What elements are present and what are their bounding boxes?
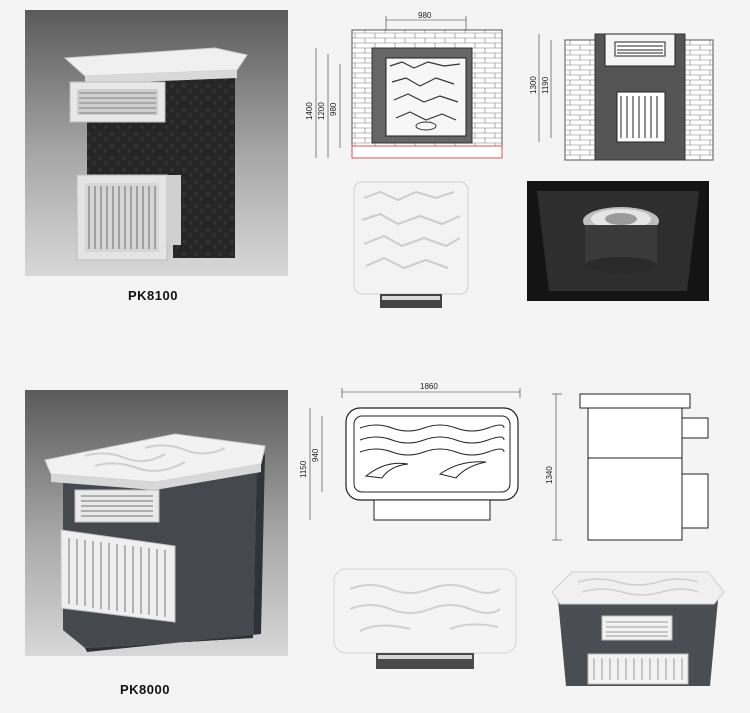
pk8000-dim-side-height: 1340: [545, 466, 554, 484]
pk8100-dim-side-inner: 1190: [541, 76, 550, 94]
pk8000-product-photo: [25, 390, 288, 656]
pk8000-front-drawing: 1860 1150 940: [290, 378, 530, 528]
pk8100-dim-side-total: 1300: [529, 76, 538, 94]
pk8000-panel-render: [330, 565, 520, 677]
pk8000-unit-render: [548, 562, 728, 692]
pk8100-front-drawing: 980 1400 1200 980: [300, 8, 510, 166]
pk8100-product-photo: [25, 10, 288, 276]
pk8100-fan-motor-photo: [527, 181, 709, 301]
pk8100-panel-render: [350, 178, 472, 316]
pk8100-model-label: PK8100: [128, 288, 178, 303]
pk8000-side-drawing: 1340: [540, 388, 720, 548]
pk8100-dim-height-inner: 980: [329, 102, 338, 116]
pk8100-dim-height-total: 1400: [305, 102, 314, 120]
pk8000-dim-width: 1860: [420, 382, 438, 391]
pk8100-dim-width: 980: [418, 11, 432, 20]
pk8000-dim-height-inner: 940: [311, 448, 320, 462]
pk8100-dim-height-mid: 1200: [317, 102, 326, 120]
pk8100-side-drawing: 1300 1190: [525, 20, 725, 170]
pk8000-dim-height-total: 1150: [299, 460, 308, 478]
pk8000-model-label: PK8000: [120, 682, 170, 697]
